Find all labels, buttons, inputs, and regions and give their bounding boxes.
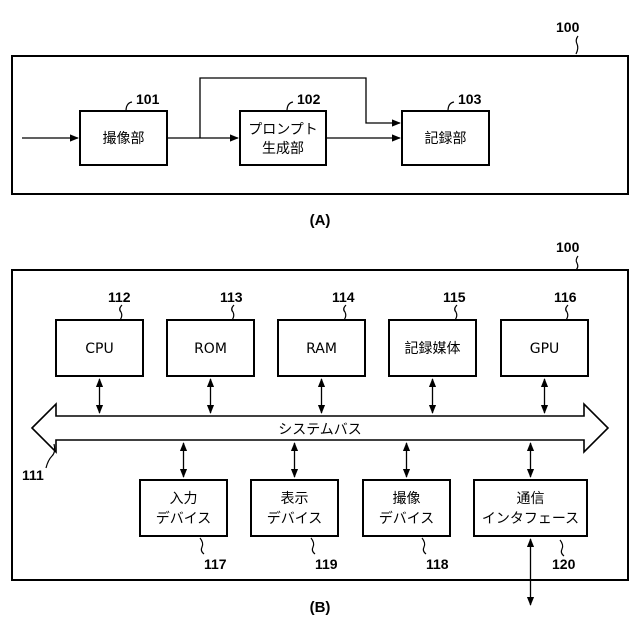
ref-101: 101 xyxy=(136,91,160,107)
block-cpu-label: CPU xyxy=(85,341,113,357)
block-display-device-line2: デバイス xyxy=(267,510,323,527)
block-input-device xyxy=(140,480,227,536)
ref-103: 103 xyxy=(458,91,482,107)
block-communication-interface xyxy=(474,480,587,536)
diagram-b-frame-leader xyxy=(576,256,578,270)
block-input-device-line1: 入力 xyxy=(170,491,198,507)
ref-102: 102 xyxy=(297,91,321,107)
diagram-a-caption: (A) xyxy=(310,212,331,229)
block-communication-interface-line2: インタフェース xyxy=(482,511,579,527)
ref-115-leader xyxy=(455,305,457,320)
ref-101-leader xyxy=(126,102,132,111)
ref-117: 117 xyxy=(204,556,227,572)
diagram-b-caption: (B) xyxy=(310,599,331,616)
block-imaging-device-line2: デバイス xyxy=(379,510,435,527)
ref-112: 112 xyxy=(108,289,131,305)
diagram-a: 100 撮像部 プロンプト 生成部 記録部 101 102 103 (A) xyxy=(12,19,628,229)
ref-116-leader xyxy=(566,305,568,320)
block-gpu-label: GPU xyxy=(530,341,560,357)
system-bus-label: システムバス xyxy=(278,422,362,438)
ref-111: 111 xyxy=(22,467,44,483)
block-input-device-line2: デバイス xyxy=(156,510,212,527)
block-imaging-device-line1: 撮像 xyxy=(393,490,421,507)
ref-113-leader xyxy=(232,305,234,320)
block-prompt-generation-label-line1: プロンプト xyxy=(248,122,318,138)
block-imaging-device xyxy=(363,480,450,536)
block-recording-unit-label: 記録部 xyxy=(425,130,467,147)
ref-118: 118 xyxy=(426,556,449,572)
ref-114: 114 xyxy=(332,289,355,305)
block-recording-medium-label: 記録媒体 xyxy=(405,340,461,357)
diagram-b: 100 システムバス 111 CPU ROM RAM 記録媒体 GPU 112 … xyxy=(12,239,628,616)
ref-102-leader xyxy=(287,102,293,111)
ref-119: 119 xyxy=(315,556,338,572)
ref-115: 115 xyxy=(443,289,466,305)
ref-103-leader xyxy=(448,102,454,111)
ref-114-leader xyxy=(344,305,346,320)
diagram-b-frame-ref: 100 xyxy=(556,239,580,255)
block-communication-interface-line1: 通信 xyxy=(517,491,545,507)
ref-112-leader xyxy=(120,305,122,320)
ref-118-leader xyxy=(422,538,426,554)
block-prompt-generation-label-line2: 生成部 xyxy=(262,141,304,157)
diagram-a-frame-ref: 100 xyxy=(556,19,580,35)
ref-120: 120 xyxy=(552,556,576,572)
block-rom-label: ROM xyxy=(194,341,227,357)
block-display-device xyxy=(251,480,338,536)
diagram-a-frame-leader xyxy=(576,36,578,54)
ref-119-leader xyxy=(311,538,315,554)
ref-120-leader xyxy=(560,540,564,556)
ref-113: 113 xyxy=(220,289,243,305)
block-imaging-unit-label: 撮像部 xyxy=(103,130,145,147)
block-ram-label: RAM xyxy=(306,341,337,357)
block-display-device-line1: 表示 xyxy=(281,491,309,507)
ref-116: 116 xyxy=(554,289,577,305)
ref-117-leader xyxy=(200,538,204,554)
